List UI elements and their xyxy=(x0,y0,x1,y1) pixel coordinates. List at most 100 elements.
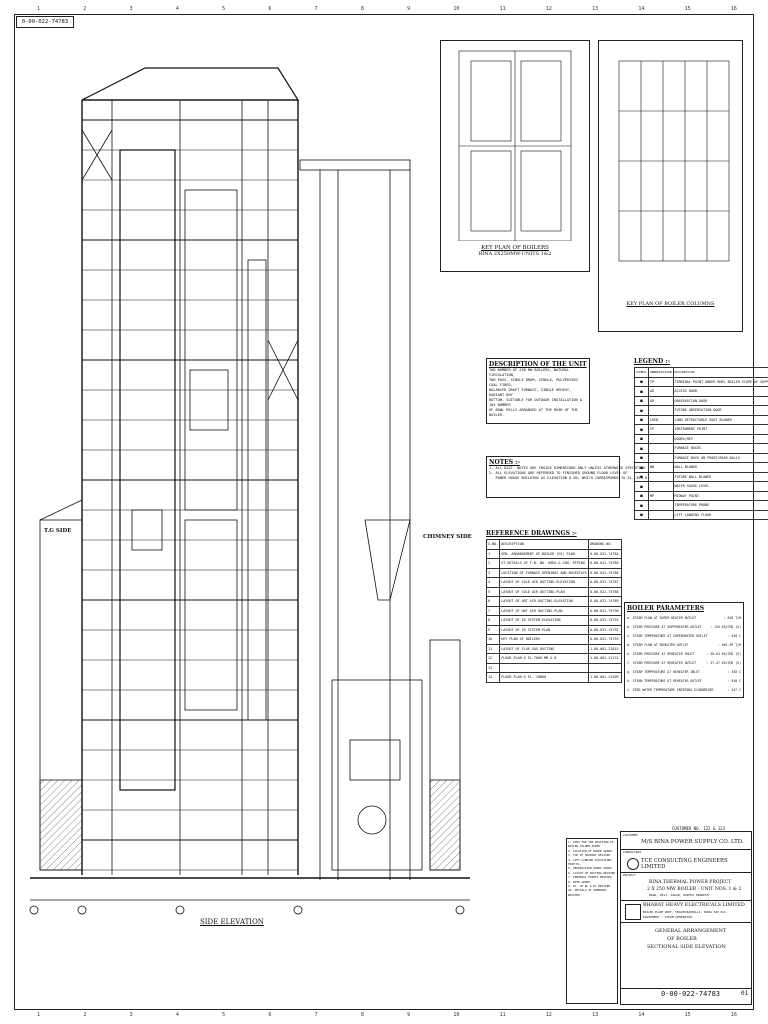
consultant-name: TCE CONSULTING ENGINEERS LIMITED xyxy=(641,858,728,870)
parameters-title: BOILER PARAMETERS xyxy=(627,605,705,612)
ruler-column-2: 2 xyxy=(83,1012,87,1018)
revision-line: 7. TERMINAL POINTS REVISED xyxy=(568,875,612,880)
ruler-column-7: 7 xyxy=(314,6,318,12)
table-row: ■TEMPERATURE PROBE xyxy=(634,500,768,511)
chimney-side-label: CHIMNEY SIDE xyxy=(423,534,472,540)
reference-cell: LAYOUT OF ID SYSTEM-PLAN xyxy=(499,624,589,635)
description-lines: TWO NUMBER OF 250 MW BOILERS, NATURAL CI… xyxy=(489,368,587,418)
parameter-row: g. STEAM TEMPERATURE AT REHEATER INLET: … xyxy=(627,668,741,677)
reference-cell: FLOOR PLAN @ EL.7000 MM & 0 xyxy=(499,653,589,664)
legend-cell: MIDWAY POINT xyxy=(672,490,768,501)
reference-cell: GT DETAILS OF F.N. NO. AREA & CON. PIPIN… xyxy=(499,558,589,569)
reference-cell: 0-00-022-74789 xyxy=(587,596,623,607)
parameter-label: c. STEAM TEMPERATURE AT SUPERHEATER OUTL… xyxy=(627,634,708,638)
reference-cell: 0-00-022-74785 xyxy=(587,558,623,569)
legend-cell xyxy=(647,405,674,416)
reference-cell: 1 xyxy=(485,548,501,559)
legend-cell: LIFT LANDING FLOOR xyxy=(672,509,768,520)
notes-line: 2. ALL ELEVATIONS ARE REFERRED TO FINISH… xyxy=(489,471,628,475)
legend-cell: TP xyxy=(647,376,674,387)
ruler-column-1: 1 xyxy=(37,1012,41,1018)
key-plan-boilers: KEY PLAN OF BOILERS BINA 2X250MW-UNITS 1… xyxy=(440,40,590,272)
company-sub: BOILER PLANT UNIT, TIRUCHIRAPPALLI, INDI… xyxy=(643,910,726,914)
ruler-column-9: 9 xyxy=(407,1012,411,1018)
parameter-row: f. STEAM PRESSURE AT REHEATER OUTLET: 37… xyxy=(627,659,741,668)
ruler-column-15: 15 xyxy=(684,6,691,12)
description-line: TWO PASS, SINGLE DRUM, SINGLE, PULVERISE… xyxy=(489,378,578,387)
legend-cell xyxy=(647,509,674,520)
key-plan-boilers-title: KEY PLAN OF BOILERS xyxy=(481,245,549,251)
ruler-column-10: 10 xyxy=(453,6,460,12)
reference-cell: 6 xyxy=(485,596,501,607)
parameter-value: : 247 C xyxy=(727,688,741,692)
reference-cell: 0-00-022-74784 xyxy=(587,548,623,559)
description-title: DESCRIPTION OF THE UNIT xyxy=(489,361,587,368)
ruler-column-4: 4 xyxy=(175,6,179,12)
legend-cell: DOORS/HEY xyxy=(672,433,768,444)
legend-cell: WALL BLOWER xyxy=(672,462,768,473)
title-block: CUSTOMER M/S BINA POWER SUPPLY CO. LTD. … xyxy=(620,831,752,1005)
parameter-value: : 810 T/H xyxy=(723,616,741,620)
reference-cell: 0-00-022-74793 xyxy=(587,634,623,645)
description-line: BOTTOM, SUITABLE FOR OUTDOOR INSTALLATIO… xyxy=(489,398,583,407)
reference-cell: LAYOUT OF ID SYSTEM-ELEVATION xyxy=(499,615,589,626)
legend-cell: TEMPERATURE PROBE xyxy=(672,500,768,511)
legend-symbol-icon: ■ xyxy=(634,471,649,482)
parameter-row: b. STEAM PRESSURE AT SUPERHEATER OUTLET:… xyxy=(627,623,741,632)
key-plan-boilers-subtitle: BINA 2X250MW-UNITS 1&2 xyxy=(478,251,552,257)
drawing-number-top: 0-00-022-74783 xyxy=(16,16,74,28)
legend-cell: IP xyxy=(647,424,674,435)
reference-cell: 12 xyxy=(485,653,501,664)
ruler-column-14: 14 xyxy=(638,1012,645,1018)
legend-symbol-icon: ■ xyxy=(634,424,649,435)
reference-cell: KEY PLAN OF BOILERS xyxy=(499,634,589,645)
legend-symbol-icon: ■ xyxy=(634,414,649,425)
project-line-2: 2 X 250 MW BOILER - UNIT NOS. 1 & 2 xyxy=(647,887,742,892)
parameter-label: i. FEED WATER TEMPERATURE ENTERING ECONO… xyxy=(627,688,714,692)
parameter-label: g. STEAM TEMPERATURE AT REHEATER INLET xyxy=(627,670,700,674)
parameters-lines: a. STEAM FLOW AT SUPER HEATER OUTLET : 81… xyxy=(627,614,741,695)
revision-block: 1. DIMS FOR THE POSITION OF BOILER COLUM… xyxy=(566,838,618,1004)
legend-symbol-icon: ■ xyxy=(634,490,649,501)
revision-line: 6. LAYOUT OF DUCTING REVISED xyxy=(568,870,616,875)
revision-line: 5. OBSERVATION DOORS ADDED xyxy=(568,866,612,871)
drawing-title-2: OF BOILER xyxy=(667,936,697,942)
project-label: PROJECT xyxy=(623,873,636,877)
table-row: ■FUTURE OBSERVATION DOOR xyxy=(634,405,768,416)
reference-cell: 13 xyxy=(485,662,501,673)
reference-cell xyxy=(499,662,589,673)
legend-symbol-icon: ■ xyxy=(634,481,649,492)
ruler-column-11: 11 xyxy=(499,6,506,12)
ruler-column-5: 5 xyxy=(222,1012,226,1018)
reference-cell: LOCATION OF FURNACE OPENINGS AND BUCKSTA… xyxy=(499,567,589,578)
reference-cell: FLOOR PLAN @ EL. 18860 xyxy=(499,672,589,683)
table-row: ■DOORS/HEY xyxy=(634,433,768,444)
legend-title: LEGEND :- xyxy=(634,358,670,365)
ruler-column-3: 3 xyxy=(129,1012,133,1018)
legend-cell: LONG RETRACTABLE SOOT BLOWER xyxy=(672,414,768,425)
customer-no: CUSTOMER NO. 122 & 123 xyxy=(672,826,725,831)
parameter-value: : 540 C xyxy=(727,634,741,638)
ruler-column-7: 7 xyxy=(314,1012,318,1018)
revision-number: 01 xyxy=(741,990,749,997)
ruler-column-4: 4 xyxy=(175,1012,179,1018)
legend-symbol-icon: ■ xyxy=(634,405,649,416)
customer-label: CUSTOMER xyxy=(623,833,638,837)
legend-cell: FUTURE WALL BLOWER xyxy=(672,471,768,482)
parameter-label: a. STEAM FLOW AT SUPER HEATER OUTLET xyxy=(627,616,697,620)
revision-line: 2. LOCATION OF BRAKE ADDED xyxy=(568,848,612,853)
parameter-value: : 155 KG/CM2 (G) xyxy=(710,625,741,629)
ruler-column-12: 12 xyxy=(545,6,552,12)
parameter-value: : 37.47 KG/CM2 (G) xyxy=(706,661,741,665)
table-row: ■FURNACE BUCKS xyxy=(634,443,768,454)
reference-cell: 4 xyxy=(485,577,501,588)
